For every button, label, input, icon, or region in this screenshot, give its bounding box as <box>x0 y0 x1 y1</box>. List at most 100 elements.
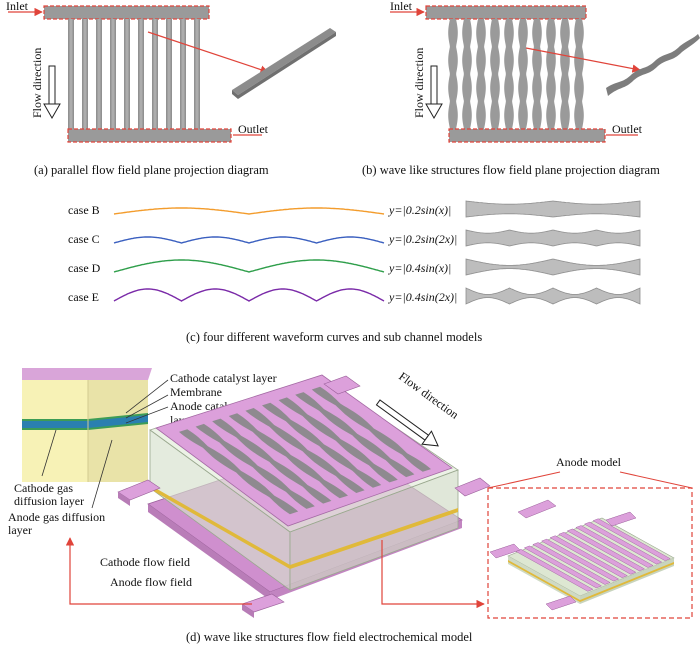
anode-model-3d <box>489 499 675 611</box>
outlet-label: Outlet <box>238 122 269 136</box>
wavy-channel <box>560 19 570 129</box>
plate-wavy-channel <box>195 423 315 509</box>
anode-channel-rib <box>558 532 637 575</box>
plate-wavy-channel <box>295 392 415 478</box>
top-port <box>323 375 361 395</box>
anode-model-frame <box>487 487 693 619</box>
outlet-highlight <box>448 128 606 143</box>
straight-channel <box>194 19 200 129</box>
plate-wavy-channel <box>245 408 365 493</box>
inlet-header <box>426 6 586 19</box>
wavy-channel <box>546 19 556 129</box>
wavy-channel <box>504 19 514 129</box>
straight-channels <box>68 19 200 129</box>
equation-label: y=|0.2sin(x)| <box>388 203 451 217</box>
anode-channel-rib <box>575 525 654 568</box>
wavy-channel <box>462 19 472 129</box>
cathode-gdl-label-1: Cathode gas <box>14 481 73 495</box>
caption-d: (d) wave like structures flow field elec… <box>186 630 473 644</box>
panel-c: case B case C case D case E y=|0.2sin(x)… <box>68 200 641 344</box>
cathode-gdl-label-2: diffusion layer <box>14 494 84 508</box>
wavy-channels <box>448 19 584 129</box>
anode-gdl-label-2: layer <box>8 523 32 537</box>
plate-wavy-channel <box>311 386 431 472</box>
inlet-label: Inlet <box>6 0 29 13</box>
straight-channel <box>124 19 130 129</box>
flow-direction-label: Flow direction <box>396 369 461 422</box>
anode-flow-field-label: Anode flow field <box>110 575 192 589</box>
straight-channel <box>180 19 186 129</box>
straight-channel <box>166 19 172 129</box>
case-label: case D <box>68 261 101 275</box>
anode-channel-rib <box>583 521 663 565</box>
plate-wavy-channel <box>262 402 382 488</box>
fuel-cell-assembly <box>117 374 491 618</box>
model-link-line <box>381 540 485 609</box>
flow-direction-label: Flow direction <box>30 48 44 118</box>
flow-direction-arrow <box>375 399 439 447</box>
inlet-header <box>44 6 209 19</box>
mea-leader-lines <box>41 379 169 509</box>
equation-label: y=|0.4sin(x)| <box>388 261 451 275</box>
wavy-channel <box>574 19 584 129</box>
cathode-catalyst-layer-label: Cathode catalyst layer <box>170 371 277 385</box>
straight-channel <box>68 19 74 129</box>
plate-channels <box>179 386 431 515</box>
caption-a: (a) parallel flow field plane projection… <box>34 163 269 177</box>
sub-channel-model-case-d <box>465 258 641 276</box>
anode-gdl-label-1: Anode gas diffusion <box>8 510 105 524</box>
anode-channel-rib <box>523 545 603 589</box>
detail-pointer <box>147 31 269 74</box>
membrane-label: Membrane <box>170 385 222 399</box>
case-label: case C <box>68 232 100 246</box>
case-label: case B <box>68 203 100 217</box>
waveform-curve-case-b <box>113 207 385 215</box>
outlet-label: Outlet <box>612 122 643 136</box>
caption-b: (b) wave like structures flow field plan… <box>362 163 660 177</box>
case-label: case E <box>68 290 99 304</box>
outlet-port <box>241 593 285 613</box>
detail-pointer <box>525 47 641 73</box>
mea-layer-inset <box>22 368 152 482</box>
inlet-label: Inlet <box>390 0 413 13</box>
wavy-channel <box>518 19 528 129</box>
cathode-flow-field-label: Cathode flow field <box>100 555 190 569</box>
straight-channel <box>152 19 158 129</box>
callout-line <box>487 471 561 489</box>
flow-arrow <box>43 65 61 120</box>
equation-label: y=|0.4sin(2x)| <box>388 290 457 304</box>
plate-wavy-channel <box>179 429 299 515</box>
wavy-channel <box>490 19 500 129</box>
panel-d: Cathode catalyst layer Membrane Anode ca… <box>8 368 693 644</box>
flow-arrow <box>425 65 443 120</box>
plate-wavy-channel <box>278 397 398 483</box>
anode-channel-rib <box>532 542 611 585</box>
straight-channel <box>110 19 116 129</box>
anode-channel-rib <box>592 518 671 561</box>
anode-channel-rib <box>540 538 620 582</box>
sub-channel-model-case-c <box>465 229 641 247</box>
plate-wavy-channel <box>212 418 332 504</box>
straight-channel <box>96 19 102 129</box>
anode-channel-rib <box>566 528 646 572</box>
wavy-channel <box>476 19 486 129</box>
outlet-header <box>449 129 605 142</box>
panel-a: Inlet Flow direction Outlet (a) parallel… <box>6 0 336 177</box>
equation-label: y=|0.2sin(2x)| <box>388 232 457 246</box>
wavy-channel <box>448 19 458 129</box>
caption-c: (c) four different waveform curves and s… <box>186 330 482 344</box>
wavy-channel <box>532 19 542 129</box>
straight-channel <box>82 19 88 129</box>
anode-model-label: Anode model <box>556 455 622 469</box>
plate-wavy-channel <box>228 413 348 499</box>
single-straight-channel-3d <box>232 28 336 99</box>
waveform-curve-case-c <box>113 236 385 244</box>
waveform-curve-case-d <box>113 259 385 273</box>
panel-b: Inlet Flow direction Outlet (b) wave lik… <box>362 0 700 177</box>
sub-channel-model-case-b <box>465 200 641 218</box>
sub-channel-model-case-e <box>465 287 641 305</box>
anode-channel-rib <box>549 535 628 578</box>
flow-direction-label: Flow direction <box>412 48 426 118</box>
outlet-highlight <box>67 128 232 143</box>
